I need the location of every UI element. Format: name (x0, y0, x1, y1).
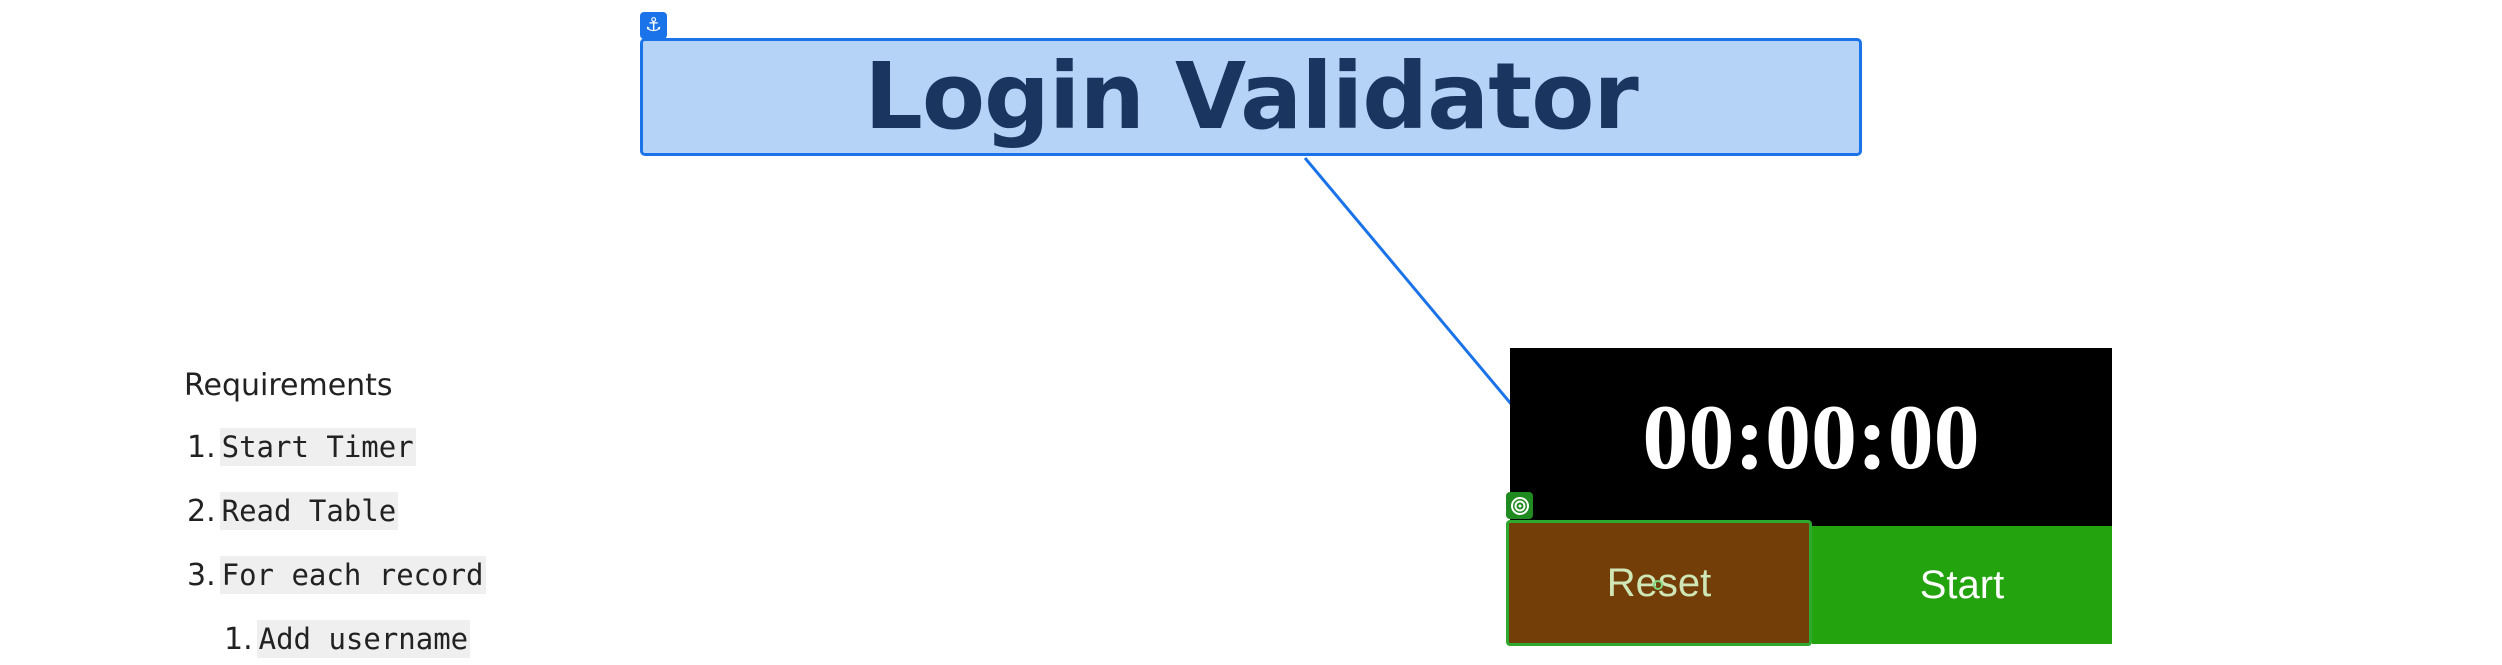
title-box[interactable]: Login Validator (640, 38, 1862, 156)
start-button[interactable]: Start (1812, 526, 2112, 644)
center-handle[interactable] (1653, 580, 1663, 590)
list-item-text: Add username (256, 620, 471, 658)
list-item: 3. For each record (187, 556, 486, 594)
requirements-heading: Requirements (184, 368, 393, 403)
list-item-number: 1. (187, 429, 216, 465)
start-button-label: Start (1919, 562, 2005, 607)
sub-list-item: 1. Add username (224, 620, 471, 658)
target-icon[interactable] (1506, 492, 1533, 519)
timer-readout: 00:00:00 (1642, 386, 1980, 488)
list-item: 1. Start Timer (187, 428, 416, 466)
list-item-number: 2. (187, 493, 216, 529)
list-item: 2. Read Table (187, 492, 399, 530)
page-title: Login Validator (864, 43, 1639, 150)
list-item-number: 3. (187, 557, 216, 593)
list-item-text: Read Table (219, 492, 399, 530)
timer-display: 00:00:00 (1510, 348, 2112, 526)
anchor-icon[interactable]: ⚓ (640, 12, 667, 39)
list-item-text: For each record (219, 556, 486, 594)
list-item-text: Start Timer (219, 428, 416, 466)
list-item-number: 1. (224, 621, 253, 657)
